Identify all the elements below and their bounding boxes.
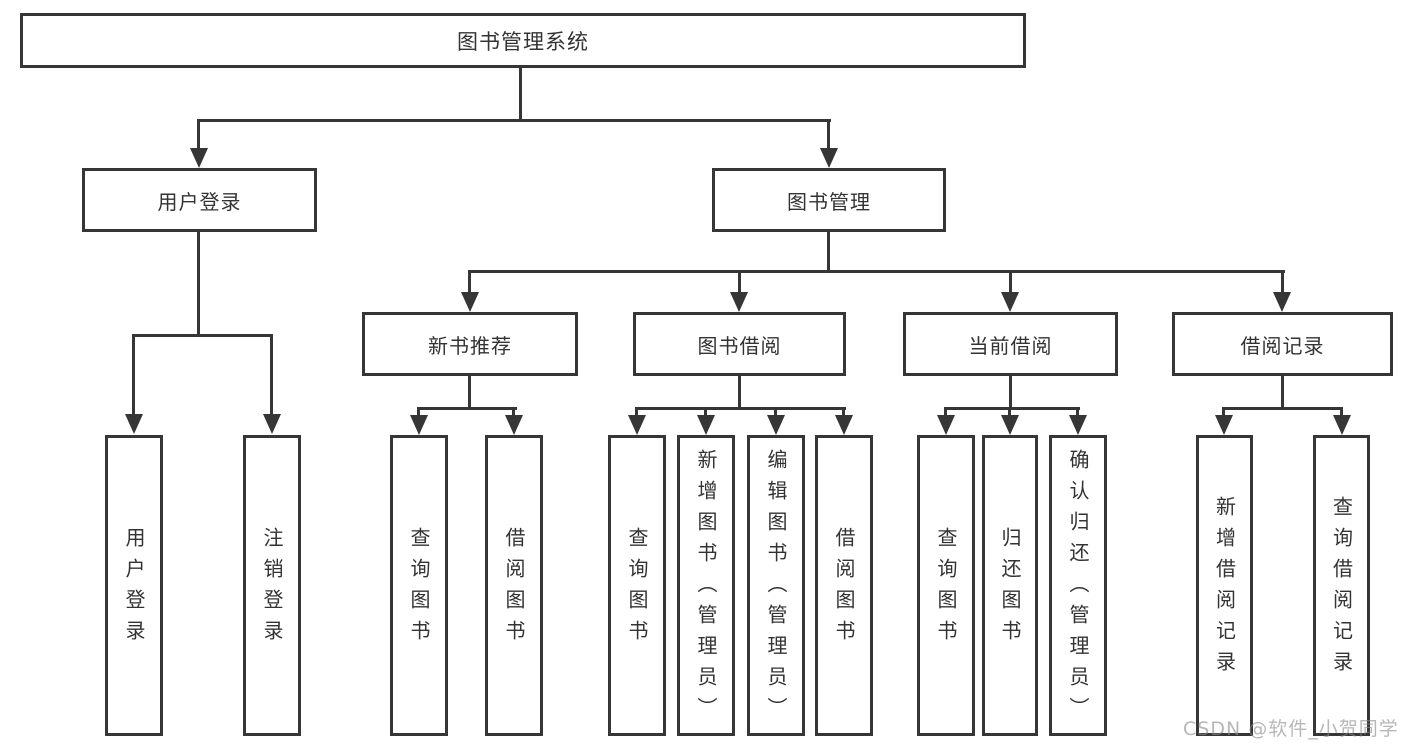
leaf-query-books-3: 查询图书 <box>917 435 975 736</box>
connector-stem <box>1281 376 1284 410</box>
arrow-down-icon <box>1273 292 1291 312</box>
connector-drop <box>417 407 420 417</box>
arrow-down-icon <box>697 415 715 435</box>
connector-drop <box>512 407 515 417</box>
arrow-down-icon <box>937 415 955 435</box>
leaf-borrow-books-2: 借阅图书 <box>815 435 873 736</box>
connector-stem-root <box>519 66 522 122</box>
connector-drop <box>1340 407 1343 417</box>
node-book-borrow: 图书借阅 <box>633 312 846 376</box>
arrow-down-icon <box>730 292 748 312</box>
connector-drop <box>132 334 135 416</box>
leaf-add-borrow-record: 新增借阅记录 <box>1196 435 1253 736</box>
leaf-user-login: 用户登录 <box>105 435 163 736</box>
connector-drop <box>1009 270 1012 294</box>
node-borrow-records: 借阅记录 <box>1172 312 1393 376</box>
arrow-down-icon <box>767 415 785 435</box>
connector-drop <box>1222 407 1225 417</box>
arrow-down-icon <box>505 415 523 435</box>
connector-drop <box>1076 407 1079 417</box>
arrow-down-icon <box>835 415 853 435</box>
leaf-query-books-2: 查询图书 <box>608 435 666 736</box>
arrow-down-icon <box>461 292 479 312</box>
connector-branch <box>1222 407 1343 410</box>
connector-drop <box>468 270 471 294</box>
leaf-add-books-admin: 新增图书（管理员） <box>677 435 735 736</box>
arrow-down-icon <box>1001 292 1019 312</box>
connector-stem <box>738 376 741 410</box>
arrow-down-icon <box>190 148 208 168</box>
arrow-down-icon <box>125 414 143 434</box>
arrow-down-icon <box>410 415 428 435</box>
arrow-down-icon <box>1069 415 1087 435</box>
connector-branch-level3 <box>468 270 1285 273</box>
connector-drop <box>774 407 777 417</box>
connector-stem <box>1009 376 1012 410</box>
connector-branch-level2 <box>197 119 831 122</box>
node-current-borrow: 当前借阅 <box>903 312 1118 376</box>
connector-stem-user-login <box>197 232 200 337</box>
arrow-down-icon <box>1215 415 1233 435</box>
csdn-watermark: CSDN @软件_小贺同学 <box>1183 718 1399 740</box>
arrow-down-icon <box>1333 415 1351 435</box>
connector-drop <box>270 334 273 416</box>
node-root-system: 图书管理系统 <box>20 13 1026 68</box>
connector-branch <box>944 407 1080 410</box>
leaf-edit-books-admin: 编辑图书（管理员） <box>747 435 805 736</box>
connector-branch <box>417 407 517 410</box>
connector-drop <box>704 407 707 417</box>
connector-drop <box>635 407 638 417</box>
connector-branch-user-login <box>132 334 273 337</box>
connector-stem-book-mgmt <box>827 232 830 273</box>
node-user-login: 用户登录 <box>82 168 317 232</box>
leaf-confirm-return-admin: 确认归还（管理员） <box>1049 435 1107 736</box>
arrow-down-icon <box>628 415 646 435</box>
arrow-down-icon <box>1001 415 1019 435</box>
connector-branch <box>635 407 846 410</box>
connector-drop <box>1008 407 1011 417</box>
connector-drop <box>944 407 947 417</box>
leaf-query-borrow-record: 查询借阅记录 <box>1313 435 1370 736</box>
leaf-query-books-1: 查询图书 <box>390 435 448 736</box>
leaf-logout: 注销登录 <box>243 435 301 736</box>
connector-drop-book-mgmt <box>827 119 830 150</box>
arrow-down-icon <box>820 148 838 168</box>
leaf-borrow-books-1: 借阅图书 <box>485 435 543 736</box>
leaf-return-books: 归还图书 <box>982 435 1038 736</box>
connector-drop-user-login <box>197 119 200 150</box>
connector-drop <box>842 407 845 417</box>
connector-stem <box>468 376 471 410</box>
connector-drop <box>1281 270 1284 294</box>
arrow-down-icon <box>263 414 281 434</box>
connector-drop <box>738 270 741 294</box>
node-new-book-recommend: 新书推荐 <box>362 312 578 376</box>
node-book-management: 图书管理 <box>712 168 946 232</box>
